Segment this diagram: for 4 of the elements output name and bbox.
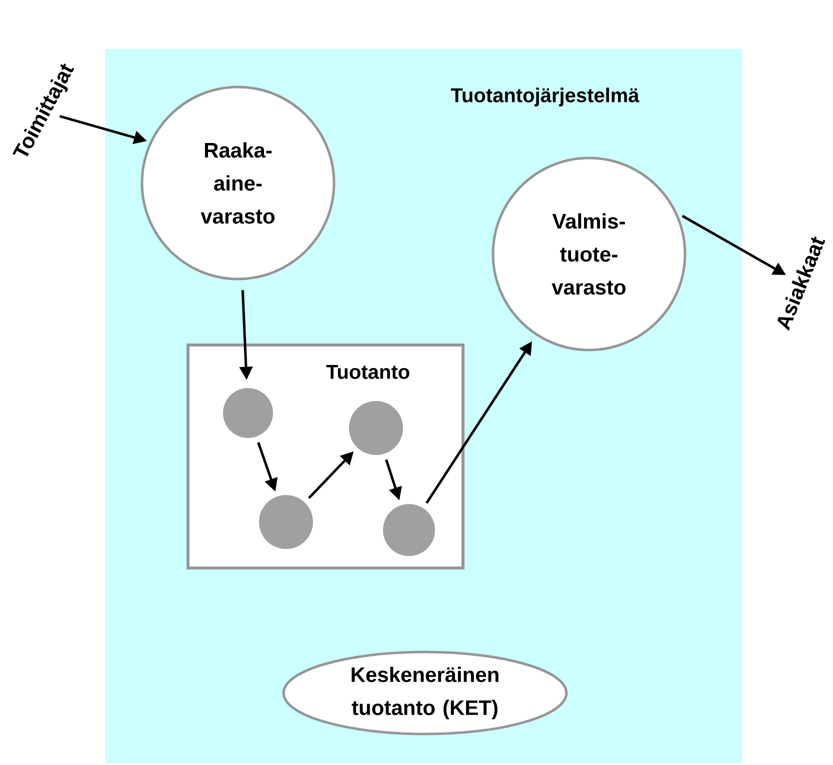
process-dot	[259, 495, 313, 549]
process-dot	[349, 401, 403, 455]
process-dot	[383, 504, 435, 556]
process-dot	[223, 388, 273, 438]
